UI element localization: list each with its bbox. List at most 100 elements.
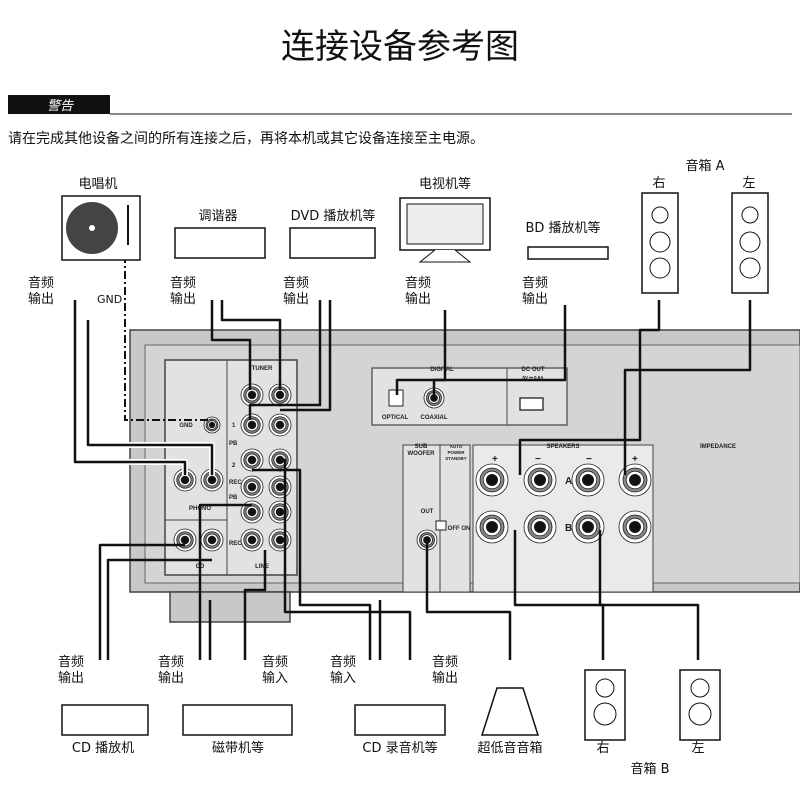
jacks <box>173 383 652 552</box>
tape-audio-out-label2: 输出 <box>158 670 184 686</box>
label-2: 2 <box>232 463 236 469</box>
line2-rec-r-jack[interactable] <box>240 475 264 499</box>
label-coaxial: COAXIAL <box>421 415 448 421</box>
tape-label: 磁带机等 <box>212 740 264 756</box>
label-rec3: REC <box>229 541 242 547</box>
cd-recorder: CD 录音机等 音频 输入 音频 输出 <box>330 654 458 756</box>
bd-out-label: 输出 <box>522 291 548 307</box>
cd-recorder-label: CD 录音机等 <box>362 740 437 756</box>
phono-l-jack[interactable] <box>200 468 224 492</box>
speakers-b-label: 音箱 B <box>630 761 669 777</box>
phono-r-jack[interactable] <box>173 468 197 492</box>
label-pb2: PB <box>229 441 238 447</box>
cd-audio-label: 音频 <box>58 654 84 670</box>
speaker-b-r-minus[interactable] <box>523 510 557 544</box>
speaker-a-left-label: 左 <box>742 176 755 191</box>
tuner: 调谐器 <box>174 209 266 259</box>
tv-label: 电视机等 <box>419 176 471 192</box>
turntable-audio-label: 音频 <box>28 275 54 291</box>
gnd-wire <box>124 255 212 421</box>
warning-bar <box>8 95 110 114</box>
line3-pb-r-jack[interactable] <box>240 500 264 524</box>
label-a: A <box>565 476 572 487</box>
speaker-a-left <box>731 192 769 294</box>
speaker-b-r-plus[interactable] <box>475 510 509 544</box>
line2-rec-l-jack[interactable] <box>268 475 292 499</box>
warning-text: 请在完成其他设备之间的所有连接之后，再将本机或其它设备连接至主电源。 <box>8 130 484 147</box>
label-power: POWER <box>447 450 465 455</box>
label-sub: SUB <box>415 444 428 450</box>
auto-standby-switch[interactable] <box>435 520 447 531</box>
cables <box>72 255 752 660</box>
line3-rec-r-jack[interactable] <box>240 528 264 552</box>
subwoofer: 超低音音箱 <box>477 687 543 756</box>
label-b: B <box>565 523 572 534</box>
cd-r-jack[interactable] <box>173 528 197 552</box>
label-woofer: WOOFER <box>408 451 436 457</box>
speaker-a-l-plus[interactable] <box>618 463 652 497</box>
label-tuner: TUNER <box>252 366 273 372</box>
line1-r-jack[interactable] <box>240 413 264 437</box>
cdr-audio-in-label1: 音频 <box>330 654 356 670</box>
label-auto: AUTO <box>450 444 463 449</box>
receiver-rear-panel <box>129 329 800 623</box>
tv: 电视机等 <box>399 176 491 263</box>
speaker-b-l-minus[interactable] <box>571 510 605 544</box>
speaker-b-left: 左 <box>679 669 721 756</box>
cdr-audio-out-label1: 音频 <box>432 654 458 670</box>
speaker-b-l-plus[interactable] <box>618 510 652 544</box>
label-speakers: SPEAKERS <box>546 444 579 450</box>
cd-out-label: 输出 <box>58 670 84 686</box>
speaker-a-l-minus[interactable] <box>571 463 605 497</box>
cd-l-jack[interactable] <box>200 528 224 552</box>
label-off-on: OFF ON <box>448 526 471 532</box>
line2-pb-r-jack[interactable] <box>240 448 264 472</box>
tv-audio-label: 音频 <box>405 275 431 291</box>
cd-player: CD 播放机 音频 输出 <box>58 654 149 756</box>
label-standby: STANDBY <box>445 456 466 461</box>
top-audio-out-labels: 音频 输出 GND 音频 输出 音频 输出 音频 输出 音频 输出 <box>28 275 548 307</box>
line1-l-jack[interactable] <box>268 413 292 437</box>
speaker-b-right-label: 右 <box>596 741 609 756</box>
warning-label: 警告 <box>47 99 74 114</box>
label-plus-l: + <box>632 454 638 465</box>
label-minus-r: − <box>535 454 541 465</box>
label-dc-spec: 5V ⎓ 0.5A <box>522 375 544 380</box>
page-title: 连接设备参考图 <box>281 27 519 67</box>
turntable: 电唱机 <box>61 177 141 261</box>
tv-out-label: 输出 <box>405 291 431 307</box>
line3-rec-l-jack[interactable] <box>268 528 292 552</box>
bd-player: BD 播放机等 <box>525 220 609 260</box>
label-plus-r: + <box>492 454 498 465</box>
label-pb3: PB <box>229 495 238 501</box>
speaker-a-r-plus[interactable] <box>475 463 509 497</box>
tuner-label: 调谐器 <box>198 209 237 224</box>
tuner-out-label: 输出 <box>170 291 196 307</box>
subwoofer-label: 超低音音箱 <box>477 740 542 756</box>
label-digital: DIGITAL <box>430 367 454 373</box>
coaxial-jack[interactable] <box>423 387 445 409</box>
dvd-label: DVD 播放机等 <box>291 208 376 224</box>
speakers-a-label: 音箱 A <box>685 158 724 174</box>
speaker-b-left-label: 左 <box>691 741 704 756</box>
tuner-r-jack[interactable] <box>240 383 264 407</box>
label-gnd: GND <box>179 423 193 429</box>
dvd-audio-label: 音频 <box>283 275 309 291</box>
label-impedance: IMPEDANCE <box>700 444 736 450</box>
speaker-a-r-minus[interactable] <box>523 463 557 497</box>
label-optical: OPTICAL <box>382 415 409 421</box>
turntable-label: 电唱机 <box>78 177 117 192</box>
cd-label: CD 播放机 <box>72 741 134 756</box>
tuner-audio-label: 音频 <box>170 275 196 291</box>
cdr-audio-in-label2: 输入 <box>330 670 356 686</box>
cdr-audio-out-label2: 输出 <box>432 670 458 686</box>
line3-pb-l-jack[interactable] <box>268 500 292 524</box>
tape-audio-out-label1: 音频 <box>158 654 184 670</box>
label-dc-out: DC OUT <box>522 367 545 373</box>
label-line: LINE <box>255 564 269 570</box>
speaker-a-right-label: 右 <box>652 176 665 191</box>
bd-label: BD 播放机等 <box>525 220 600 236</box>
label-minus-l: − <box>586 454 592 465</box>
tape-audio-in-label1: 音频 <box>262 654 288 670</box>
